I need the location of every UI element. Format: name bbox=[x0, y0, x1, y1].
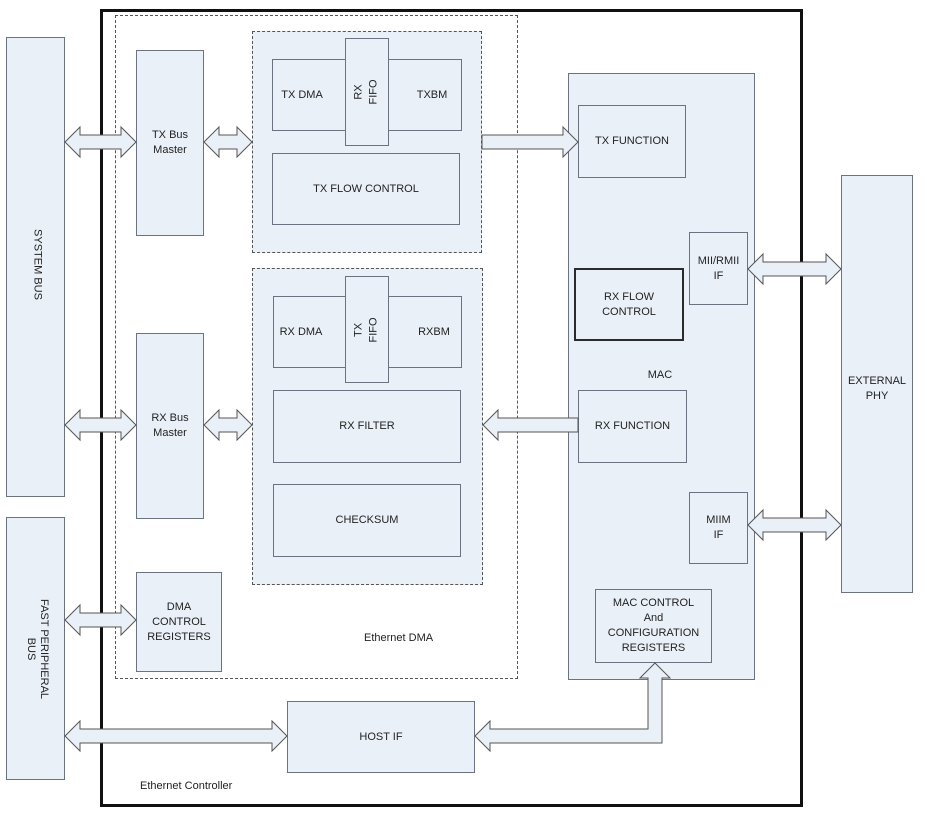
mac-control-config-registers: MAC CONTROL And CONFIGURATION REGISTERS bbox=[595, 589, 712, 663]
fast-peripheral-bus: FAST PERIPHERAL BUS bbox=[6, 517, 65, 780]
txbm-label: TXBM bbox=[416, 89, 448, 101]
ethernet-dma-region bbox=[115, 15, 518, 679]
miim-if-label: MIIM IF bbox=[706, 514, 731, 541]
tx-flow-control-label: TX FLOW CONTROL bbox=[313, 182, 419, 195]
arrow-sysbus-rxbm bbox=[64, 408, 137, 442]
miim-if: MIIM IF bbox=[689, 492, 748, 564]
rx-flow-control: RX FLOW CONTROL bbox=[574, 268, 684, 341]
rxbm-label: RXBM bbox=[418, 326, 450, 338]
tx-function: TX FUNCTION bbox=[578, 105, 686, 178]
arrow-mii-phy bbox=[747, 252, 842, 286]
host-if: HOST IF bbox=[287, 701, 475, 773]
arrow-miim-phy bbox=[747, 508, 842, 542]
rx-function-label: RX FUNCTION bbox=[594, 420, 671, 432]
dma-control-registers-label: DMA CONTROL REGISTERS bbox=[147, 600, 211, 643]
arrow-hostif-maccontrol bbox=[474, 662, 672, 753]
arrow-fpb-hostif bbox=[64, 719, 288, 753]
ethernet-dma-label: Ethernet DMA bbox=[364, 632, 434, 644]
mii-rmii-if: MII/RMII IF bbox=[689, 232, 748, 305]
system-bus: SYSTEM BUS bbox=[6, 37, 65, 497]
tx-bus-master-label: TX Bus Master bbox=[151, 129, 189, 156]
tx-fifo: TX FIFO bbox=[345, 276, 389, 383]
arrow-txbm-txregion bbox=[203, 125, 253, 159]
mii-rmii-if-label: MII/RMII IF bbox=[697, 254, 740, 282]
tx-function-label: TX FUNCTION bbox=[595, 135, 669, 147]
checksum-label: CHECKSUM bbox=[335, 514, 399, 526]
tx-flow-control: TX FLOW CONTROL bbox=[272, 153, 460, 225]
arrow-fpb-dmaregs bbox=[64, 603, 137, 637]
checksum: CHECKSUM bbox=[273, 484, 461, 557]
mac-control-config-label: MAC CONTROL And CONFIGURATION REGISTERS bbox=[607, 597, 700, 654]
mac-label: MAC bbox=[647, 369, 673, 381]
arrow-txregion-txfunction bbox=[481, 125, 579, 159]
rx-bus-master-label: RX Bus Master bbox=[151, 412, 189, 439]
dma-control-registers: DMA CONTROL REGISTERS bbox=[136, 572, 222, 672]
external-phy-label: EXTERNAL PHY bbox=[847, 375, 907, 402]
arrow-sysbus-txbm bbox=[64, 125, 137, 159]
external-phy: EXTERNAL PHY bbox=[841, 175, 913, 593]
arrow-rxfunction-rxfilter bbox=[482, 408, 579, 442]
ethernet-controller-frame bbox=[100, 9, 803, 807]
rx-dma-label: RX DMA bbox=[279, 326, 323, 338]
rx-function: RX FUNCTION bbox=[578, 390, 687, 463]
rx-flow-control-label: RX FLOW CONTROL bbox=[602, 290, 656, 318]
tx-dma-label: TX DMA bbox=[281, 89, 323, 101]
rx-filter-label: RX FILTER bbox=[339, 420, 395, 432]
rx-bus-master: RX Bus Master bbox=[136, 333, 204, 519]
host-if-label: HOST IF bbox=[359, 730, 403, 743]
tx-bus-master: TX Bus Master bbox=[136, 50, 204, 236]
arrow-rxbm-rxregion bbox=[203, 408, 253, 442]
rx-fifo: RX FIFO bbox=[345, 38, 389, 146]
ethernet-controller-label: Ethernet Controller bbox=[140, 780, 233, 792]
rx-filter: RX FILTER bbox=[273, 390, 461, 463]
